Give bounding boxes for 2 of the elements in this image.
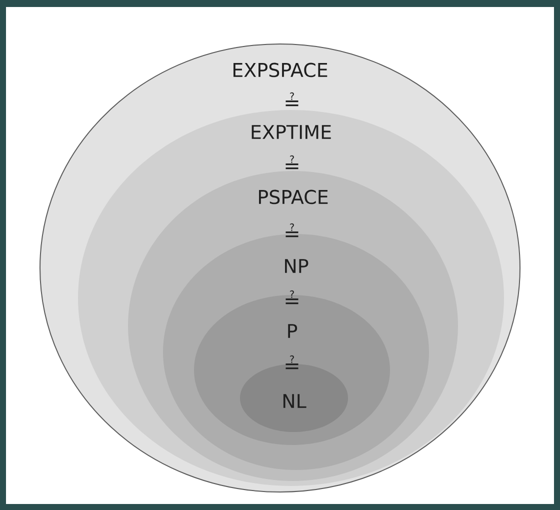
question-equals-sign: ≟ [286,155,298,170]
question-equals-sign: ≟ [286,92,298,106]
